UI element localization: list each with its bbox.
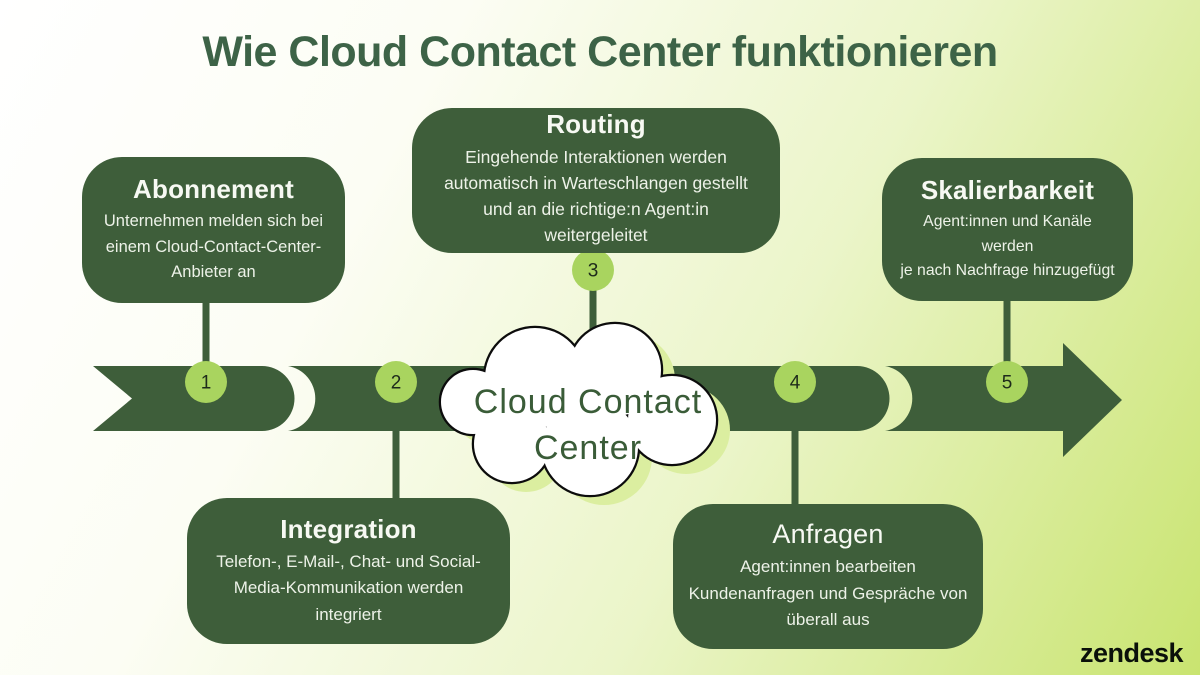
- step-marker-5: 5: [986, 361, 1028, 403]
- step-card-anfragen-description: Agent:innen bearbeiten Kundenanfragen un…: [688, 557, 968, 630]
- step-marker-4-number: 4: [790, 373, 801, 394]
- step-marker-3-circle: [572, 249, 614, 291]
- step-marker-5-circle: [986, 361, 1028, 403]
- step-marker-2: 2: [375, 361, 417, 403]
- step-marker-1-circle: [185, 361, 227, 403]
- step-card-anfragen: Anfragen Agent:innen bearbeiten Kundenan…: [673, 504, 983, 649]
- step-markers: 1 2 3 4 5: [185, 249, 1028, 403]
- cloud-label-line1: Cloud Contact: [474, 383, 702, 421]
- step-marker-1-number: 1: [201, 373, 212, 394]
- step-card-anfragen-title: Anfragen: [772, 519, 884, 550]
- step-card-abonnement-title: Abonnement: [133, 174, 294, 205]
- cloud-label-line2: Center: [534, 429, 642, 467]
- step-card-abonnement: Abonnement Unternehmen melden sich bei e…: [82, 157, 345, 303]
- step-marker-5-number: 5: [1002, 373, 1013, 394]
- step-card-abonnement-description: Unternehmen melden sich bei einem Cloud-…: [103, 212, 324, 282]
- step-marker-2-number: 2: [391, 373, 402, 394]
- step-card-integration-title: Integration: [280, 513, 417, 544]
- step-card-skalierbarkeit-title: Skalierbarkeit: [920, 175, 1095, 206]
- cloud-shape-fill: [441, 324, 716, 495]
- step-marker-4: 4: [774, 361, 816, 403]
- step-marker-3-number: 3: [588, 261, 599, 282]
- step-card-skalierbarkeit-description: Agent:innen und Kanäle werden je nach Na…: [900, 213, 1115, 280]
- page-title: Wie Cloud Contact Center funktionieren: [202, 28, 998, 76]
- step-card-routing-description: Eingehende Interaktionen werden automati…: [444, 146, 748, 246]
- step-card-routing-title: Routing: [546, 108, 646, 139]
- step-card-routing: Routing Eingehende Interaktionen werden …: [412, 108, 780, 253]
- step-marker-3: 3: [572, 249, 614, 291]
- zendesk-logo: zendesk: [1079, 638, 1184, 668]
- step-marker-4-circle: [774, 361, 816, 403]
- step-marker-2-circle: [375, 361, 417, 403]
- step-card-skalierbarkeit: Skalierbarkeit Agent:innen und Kanäle we…: [882, 158, 1133, 301]
- step-card-integration-description: Telefon-, E-Mail-, Chat- und Social- Med…: [216, 551, 481, 624]
- step-marker-1: 1: [185, 361, 227, 403]
- step-card-integration: Integration Telefon-, E-Mail-, Chat- und…: [187, 498, 510, 644]
